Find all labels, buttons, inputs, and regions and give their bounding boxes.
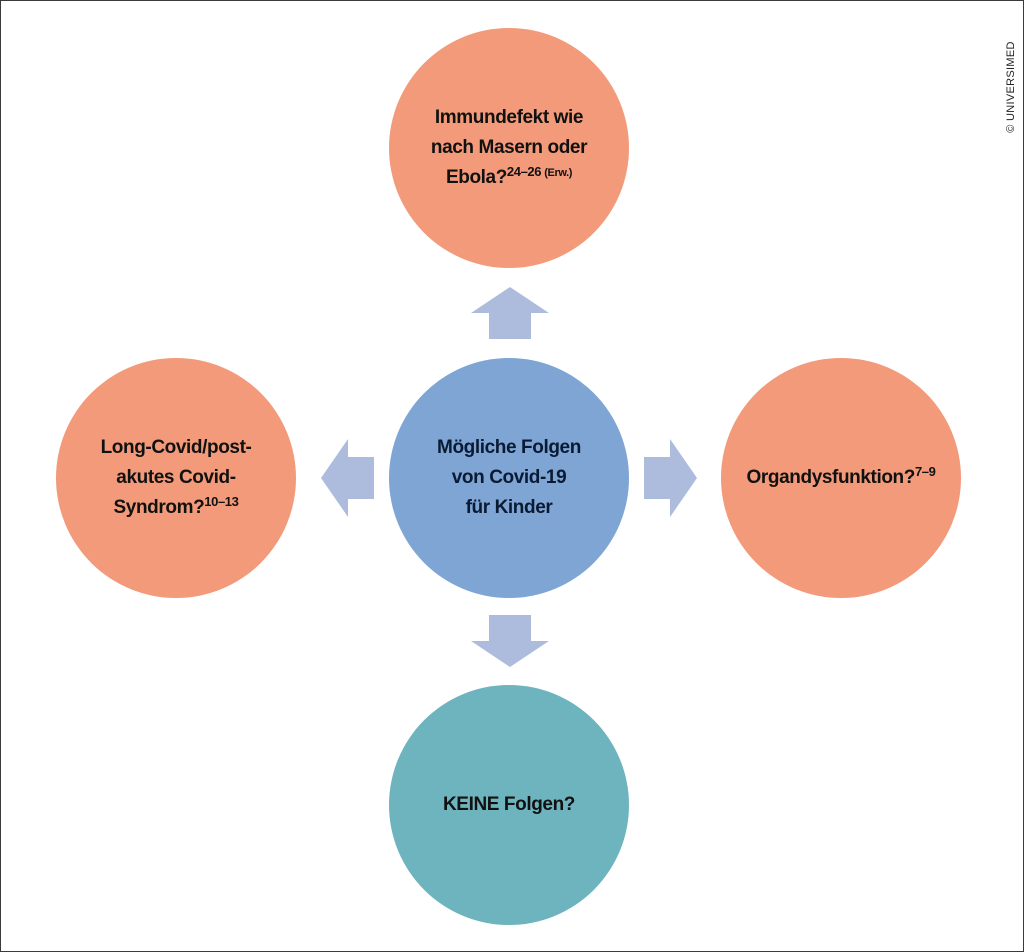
outcome-organ-dysfunction: Organdysfunktion?7–9 — [721, 358, 961, 598]
arrow-left-shape — [321, 439, 374, 517]
outcome-immune-defect: Immundefekt wie nach Masern oder Ebola?2… — [389, 28, 629, 268]
immune-defect-line2: nach Masern oder — [430, 137, 588, 158]
arrow-left-icon — [321, 439, 374, 517]
center-line3: für Kinder — [465, 497, 553, 518]
long-covid-line2: akutes Covid- — [116, 467, 236, 488]
long-covid-line3: Syndrom? — [113, 497, 205, 518]
immune-defect-ref-note: (Erw.) — [544, 167, 573, 179]
outcome-no-consequences: KEINE Folgen? — [389, 685, 629, 925]
arrow-up-icon — [471, 287, 549, 339]
arrow-down-icon — [471, 615, 549, 667]
immune-defect-line3: Ebola? — [445, 167, 507, 188]
arrow-right-shape — [644, 439, 697, 517]
arrow-down-shape — [471, 615, 549, 667]
arrow-right-icon — [644, 439, 697, 517]
long-covid-line1: Long-Covid/post- — [100, 437, 252, 458]
outcome-long-covid: Long-Covid/post- akutes Covid- Syndrom?1… — [56, 358, 296, 598]
immune-defect-ref: 24–26 — [506, 164, 542, 179]
organ-dysfunction-ref: 7–9 — [914, 464, 936, 479]
copyright-notice: © UNIVERSIMED — [1001, 37, 1021, 137]
immune-defect-line1: Immundefekt wie — [434, 107, 584, 128]
no-consequences-label: KEINE Folgen? — [442, 794, 576, 815]
organ-dysfunction-label: Organdysfunktion? — [746, 467, 916, 488]
long-covid-ref: 10–13 — [204, 494, 239, 509]
copyright-text: © UNIVERSIMED — [1005, 41, 1017, 133]
center-topic-circle: Mögliche Folgen von Covid-19 für Kinder — [389, 358, 629, 598]
arrow-up-shape — [471, 287, 549, 339]
center-line1: Mögliche Folgen — [437, 437, 581, 458]
center-line2: von Covid-19 — [451, 467, 567, 488]
